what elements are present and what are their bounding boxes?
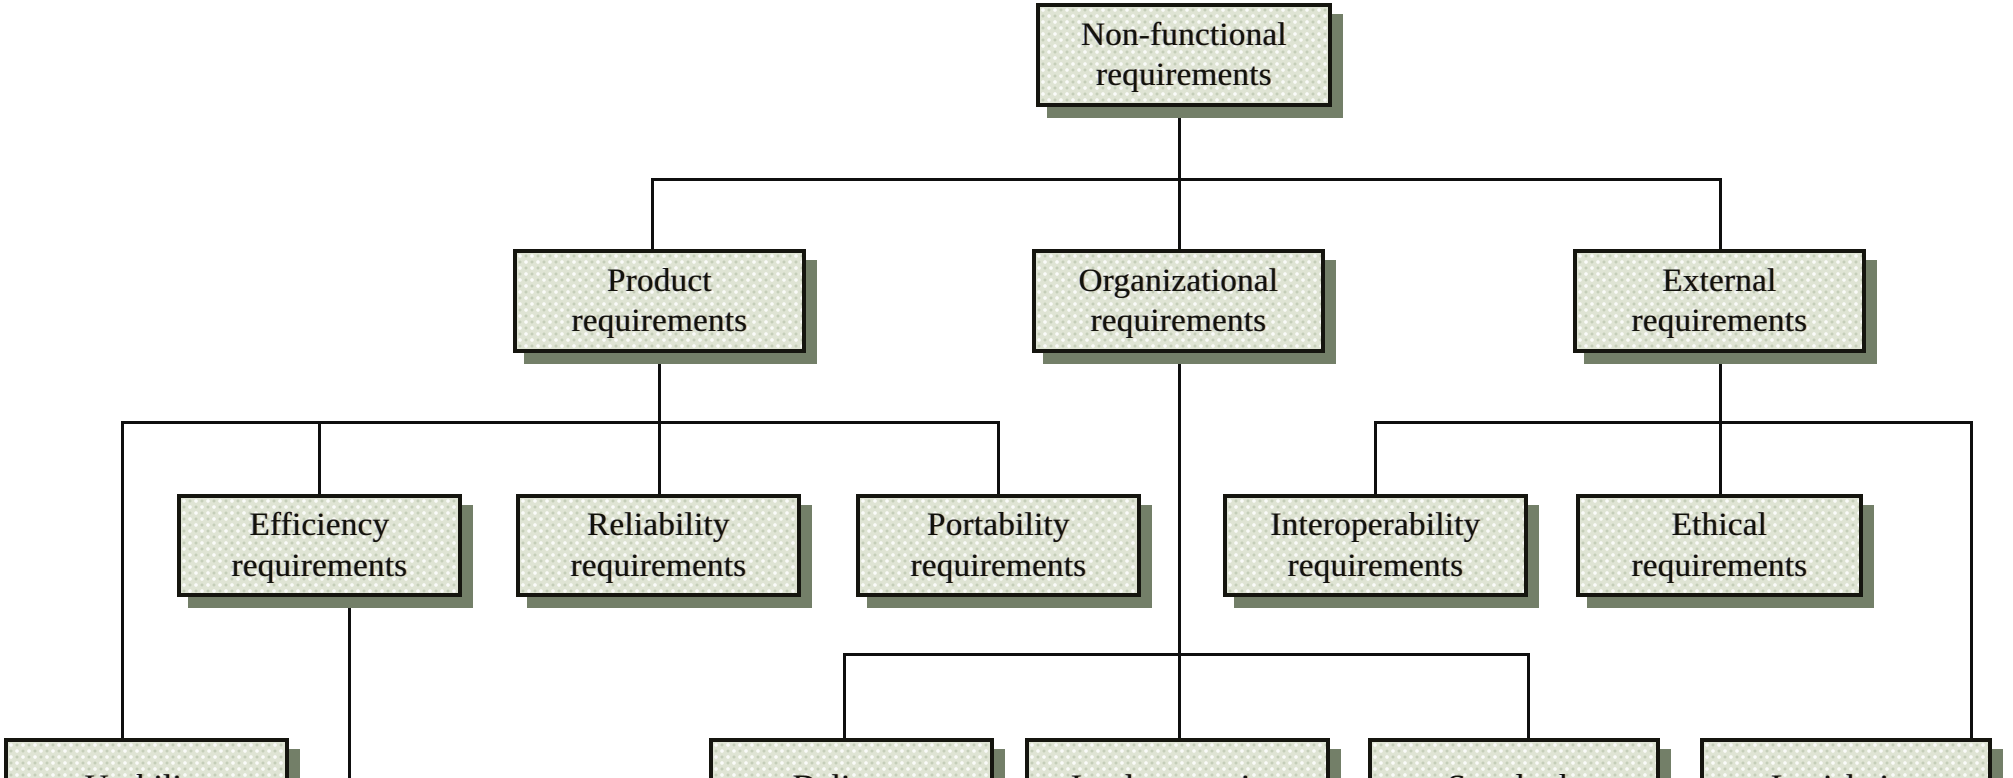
node-label: Implementation [1071,767,1284,778]
edge-drop-ethical [1719,421,1722,496]
node-label: Standards [1448,767,1581,778]
node-label: Organizational requirements [1078,262,1279,339]
node-label: Legislative [1771,767,1921,778]
node-face: Standards [1368,738,1660,778]
node-label: External requirements [1631,262,1808,339]
node-efficiency-requirements[interactable]: Efficiency requirements [177,494,473,608]
node-face: Legislative [1700,738,1992,778]
node-usability[interactable]: Usability [4,738,300,778]
edge-product-stem [658,355,661,423]
edge-product-bus [121,421,1000,424]
node-ethical-requirements[interactable]: Ethical requirements [1576,494,1874,608]
edge-drop-delivery [843,653,846,778]
edge-root-stem [1178,105,1181,180]
edge-drop-usability-left [121,421,124,778]
node-label: Portability requirements [910,507,1087,584]
node-face: Reliability requirements [516,494,801,597]
node-external-requirements[interactable]: External requirements [1573,249,1877,364]
edge-organizational-bus [843,653,1530,656]
node-non-functional-requirements[interactable]: Non-functional requirements [1036,3,1343,118]
node-reliability-requirements[interactable]: Reliability requirements [516,494,812,608]
edge-drop-external [1719,178,1722,251]
node-face: Interoperability requirements [1223,494,1528,597]
node-face: Non-functional requirements [1036,3,1332,107]
node-delivery[interactable]: Delivery [709,738,1005,778]
node-standards[interactable]: Standards [1368,738,1671,778]
node-face: Implementation [1025,738,1330,778]
edge-drop-implementation [1178,653,1181,778]
node-label: Reliability requirements [570,507,747,584]
edge-level1-bus [651,178,1722,181]
edge-drop-legislative-right [1970,421,1973,778]
node-face: Portability requirements [856,494,1141,597]
node-face: Delivery [709,738,994,778]
node-portability-requirements[interactable]: Portability requirements [856,494,1152,608]
node-label: Non-functional requirements [1081,16,1287,93]
node-face: Organizational requirements [1032,249,1325,353]
edge-drop-portability [997,421,1000,496]
edge-drop-interoperability [1374,421,1377,496]
edge-drop-product [651,178,654,251]
node-implementation[interactable]: Implementation [1025,738,1341,778]
edge-drop-reliability [658,421,661,496]
edge-drop-organizational [1178,178,1181,251]
node-interoperability-requirements[interactable]: Interoperability requirements [1223,494,1539,608]
node-face: Ethical requirements [1576,494,1863,597]
edge-efficiency-to-usability [348,600,351,778]
node-label: Ethical requirements [1631,507,1808,584]
node-label: Delivery [793,767,911,778]
node-label: Efficiency requirements [231,507,408,584]
node-organizational-requirements[interactable]: Organizational requirements [1032,249,1336,364]
edge-external-stem [1719,355,1722,423]
node-product-requirements[interactable]: Product requirements [513,249,817,364]
edge-external-bus [1374,421,1973,424]
node-face: Usability [4,738,289,778]
edge-drop-efficiency [318,421,321,496]
node-face: Product requirements [513,249,806,353]
edge-drop-standards [1527,653,1530,778]
node-label: Product requirements [571,262,748,339]
edge-organizational-stem [1178,355,1181,655]
node-face: Efficiency requirements [177,494,462,597]
node-label: Usability [85,767,209,778]
node-legislative[interactable]: Legislative [1700,738,2003,778]
node-label: Interoperability requirements [1270,507,1481,584]
node-face: External requirements [1573,249,1866,353]
